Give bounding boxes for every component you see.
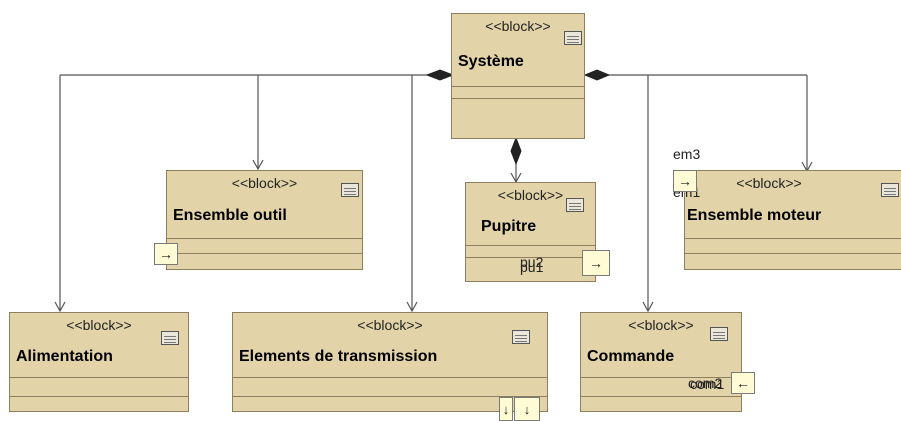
port-pupitre[interactable]: → <box>582 250 610 276</box>
stereotype-label: <<block>> <box>736 175 802 191</box>
compartment-divider <box>581 377 741 378</box>
port-label-pu2: pu2 <box>520 254 544 270</box>
block-name: Système <box>458 53 524 70</box>
arrowhead-alimentation <box>54 301 66 313</box>
port-in-arrow-icon: → <box>589 255 603 271</box>
stereotype-label: <<block>> <box>628 317 694 333</box>
port-label-pu1: pu1 <box>520 259 544 275</box>
port-in-arrow-icon: → <box>678 173 692 189</box>
composition-diamond-right <box>583 69 611 81</box>
port-label-com1: com1 <box>690 376 725 392</box>
compartment-divider <box>685 253 901 254</box>
block-name: Ensemble moteur <box>687 207 822 224</box>
compartment-divider <box>452 86 584 87</box>
block-name: Commande <box>587 348 675 365</box>
compartment-icon <box>341 183 359 197</box>
port-label-em3: em3 <box>673 146 701 162</box>
port-elements-transmission-a[interactable]: ↓ <box>499 397 513 421</box>
compartment-divider <box>10 377 188 378</box>
stereotype-label: <<block>> <box>66 317 132 333</box>
compartment-divider <box>233 377 547 378</box>
stereotype-label: <<block>> <box>357 317 423 333</box>
block-alimentation[interactable]: <<block>> Alimentation <box>9 312 189 412</box>
block-systeme[interactable]: <<block>> Système <box>451 13 585 139</box>
compartment-divider <box>452 98 584 99</box>
arrowhead-commande <box>642 301 654 313</box>
compartment-divider <box>581 396 741 397</box>
port-down-arrow-icon: ↓ <box>502 401 510 417</box>
stereotype-label: <<block>> <box>485 18 551 34</box>
block-name: Ensemble outil <box>173 207 287 224</box>
arrowhead-ensemble-outil <box>252 159 264 171</box>
compartment-divider <box>466 245 595 246</box>
compartment-divider <box>685 238 901 239</box>
block-ensemble-moteur[interactable]: <<block>> Ensemble moteur <box>684 170 901 270</box>
port-label-com2: com2 <box>688 375 723 391</box>
port-ensemble-outil[interactable]: → <box>154 243 178 265</box>
compartment-divider <box>233 396 547 397</box>
block-elements-transmission[interactable]: <<block>> Elements de transmission <box>232 312 548 412</box>
stereotype-label: <<block>> <box>497 187 564 203</box>
compartment-icon <box>161 331 179 345</box>
block-commande[interactable]: <<block>> Commande <box>580 312 742 412</box>
port-elements-transmission-b[interactable]: ↓ <box>514 397 540 421</box>
stereotype-label: <<block>> <box>231 175 298 191</box>
compartment-icon <box>564 31 582 45</box>
compartment-divider <box>10 396 188 397</box>
composition-diamond-bottom <box>510 136 522 166</box>
compartment-icon <box>881 183 899 197</box>
compartment-divider <box>167 238 362 239</box>
block-name: Elements de transmission <box>239 348 438 365</box>
port-commande[interactable]: ← <box>731 372 755 394</box>
compartment-icon <box>566 198 584 212</box>
compartment-divider <box>466 257 595 258</box>
port-in-arrow-icon: → <box>159 246 173 262</box>
arrowhead-elements-transmission <box>406 301 418 313</box>
block-pupitre[interactable]: <<block>> Pupitre <box>465 182 596 282</box>
compartment-icon <box>710 327 728 341</box>
compartment-divider <box>167 253 362 254</box>
port-down-arrow-icon: ↓ <box>523 401 531 417</box>
port-ensemble-moteur[interactable]: → <box>673 170 697 192</box>
block-ensemble-outil[interactable]: <<block>> Ensemble outil <box>166 170 363 270</box>
block-name: Pupitre <box>481 218 537 235</box>
composition-diamond-left <box>425 69 455 81</box>
block-name: Alimentation <box>16 348 113 365</box>
compartment-icon <box>512 330 530 344</box>
port-out-arrow-icon: ← <box>736 375 750 391</box>
